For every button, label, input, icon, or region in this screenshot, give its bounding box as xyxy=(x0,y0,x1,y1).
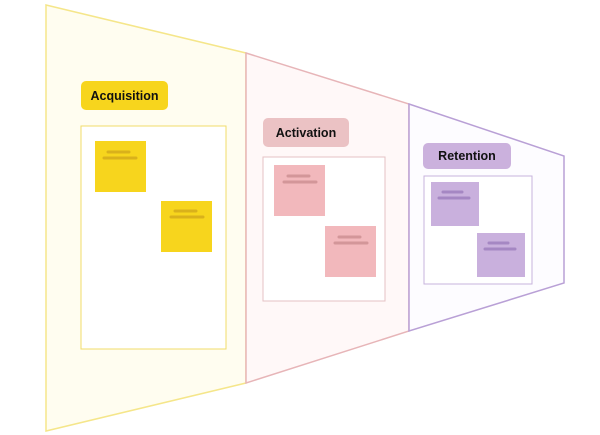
stage-retention-label: Retention xyxy=(438,149,496,163)
sticky-note-body[interactable] xyxy=(431,182,479,226)
sticky-note-body[interactable] xyxy=(477,233,525,277)
sticky-note[interactable] xyxy=(161,201,212,252)
sticky-note[interactable] xyxy=(274,165,325,216)
sticky-note-body[interactable] xyxy=(95,141,146,192)
stage-activation: Activation xyxy=(245,51,410,385)
sticky-note-body[interactable] xyxy=(325,226,376,277)
stage-acquisition: Acquisition xyxy=(45,4,247,432)
sticky-note[interactable] xyxy=(477,233,525,277)
sticky-note[interactable] xyxy=(431,182,479,226)
sticky-note[interactable] xyxy=(95,141,146,192)
sticky-note-body[interactable] xyxy=(274,165,325,216)
stage-activation-label: Activation xyxy=(276,126,336,140)
stage-activation-label-bg xyxy=(263,118,349,147)
sticky-note[interactable] xyxy=(325,226,376,277)
stage-acquisition-label: Acquisition xyxy=(90,89,158,103)
stage-retention-label-bg xyxy=(423,143,511,169)
stage-retention: Retention xyxy=(408,102,565,333)
stage-acquisition-label-bg xyxy=(81,81,168,110)
sticky-note-body[interactable] xyxy=(161,201,212,252)
